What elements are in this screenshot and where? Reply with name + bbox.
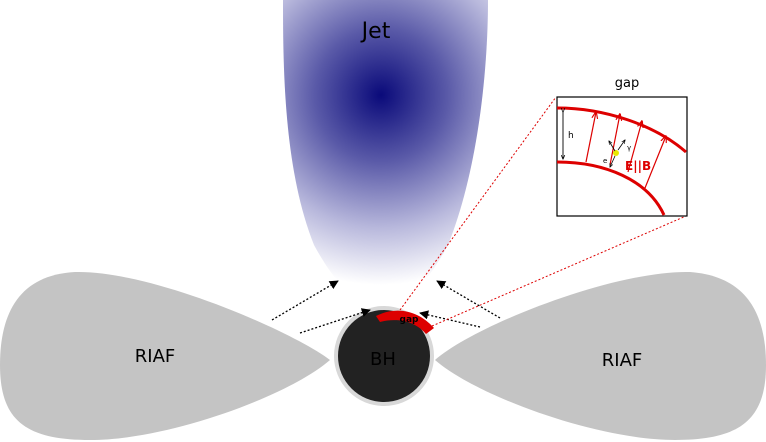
field-arrow-2 xyxy=(609,114,620,166)
photon-label: γ xyxy=(627,144,631,152)
inflow-arrow-right-upper xyxy=(436,280,501,319)
gap-inner-boundary xyxy=(556,160,666,216)
inset-title: gap xyxy=(615,76,639,91)
field-arrow-3 xyxy=(627,121,642,173)
field-arrow-4 xyxy=(644,136,666,189)
riaf-right-lobe xyxy=(435,271,766,440)
zoom-line-upper xyxy=(399,96,557,311)
riaf-left-lobe xyxy=(0,271,330,440)
field-arrow-1 xyxy=(585,112,596,163)
pair-arrow-a xyxy=(609,141,616,152)
pair-arrow-b xyxy=(617,140,625,151)
particle-yellow xyxy=(613,150,619,156)
jet-plume xyxy=(283,0,488,312)
gap-height-label: h xyxy=(568,131,574,141)
black-hole xyxy=(338,310,430,402)
inflow-arrow-left-lower xyxy=(299,308,371,334)
pair-arrow-c xyxy=(610,155,616,167)
electron-label: e xyxy=(603,157,607,165)
riaf-left-label: RIAF xyxy=(135,346,175,367)
gap-small-label: gap xyxy=(400,315,420,325)
gap-outer-boundary xyxy=(556,106,687,154)
field-relation-label: E||B xyxy=(625,159,651,173)
inflow-arrow-left-upper xyxy=(271,280,339,321)
black-hole-label: BH xyxy=(370,349,396,370)
jet-label: Jet xyxy=(360,19,391,44)
riaf-right-label: RIAF xyxy=(602,350,642,371)
gap-inset: h γ e E||B xyxy=(556,96,688,217)
